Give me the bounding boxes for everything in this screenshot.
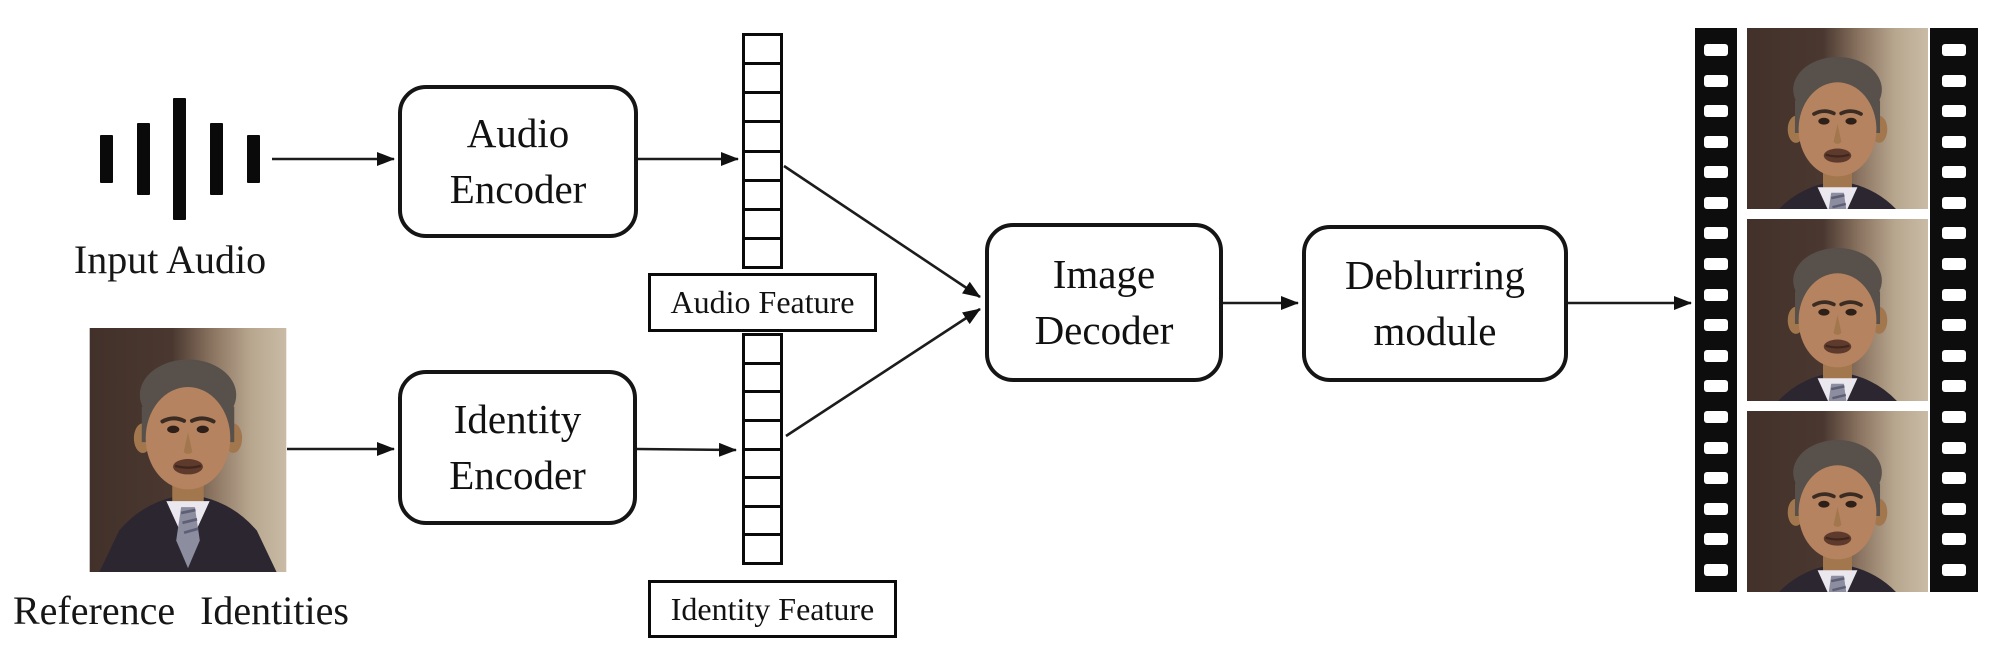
audio-encoder-box: Audio Encoder <box>398 85 638 238</box>
waveform-bar <box>247 135 260 183</box>
film-sprocket-band-right <box>1930 28 1978 592</box>
audio-encoder-label-line1: Audio <box>466 109 570 156</box>
feature-cell <box>745 476 780 505</box>
arrow-identity-encoder-to-feature <box>636 442 737 457</box>
sprocket-hole <box>1942 258 1966 271</box>
sprocket-hole <box>1942 533 1966 546</box>
input-audio-label: Input Audio <box>73 237 267 282</box>
sprocket-hole <box>1942 319 1966 332</box>
audio-waveform-icon <box>95 95 265 223</box>
feature-cell <box>745 236 780 266</box>
sprocket-hole <box>1704 196 1728 209</box>
sprocket-hole <box>1704 380 1728 393</box>
sprocket-hole <box>1704 319 1728 332</box>
feature-cell <box>745 390 780 419</box>
audio-feature-vector <box>742 33 783 269</box>
sprocket-hole <box>1942 74 1966 87</box>
feature-cell <box>745 149 780 179</box>
sprocket-hole <box>1942 441 1966 454</box>
reference-identity-photo <box>89 328 287 572</box>
feature-cell <box>745 120 780 150</box>
sprocket-hole <box>1704 74 1728 87</box>
waveform-bar <box>173 98 186 220</box>
image-decoder-label-line1: Image <box>1052 250 1156 297</box>
feature-cell <box>745 207 780 237</box>
image-decoder-label-line2: Decoder <box>1034 306 1174 353</box>
deblurring-label-line2: module <box>1373 307 1497 354</box>
sprocket-hole <box>1704 227 1728 240</box>
sprocket-hole <box>1704 44 1728 56</box>
sprocket-hole <box>1942 166 1966 179</box>
sprocket-hole <box>1704 105 1728 118</box>
waveform-bar <box>100 135 113 183</box>
sprocket-hole <box>1942 410 1966 423</box>
output-frame-portrait <box>1747 411 1928 592</box>
feature-cell <box>745 533 780 562</box>
sprocket-hole <box>1704 166 1728 179</box>
feature-cell <box>745 91 780 121</box>
sprocket-hole <box>1942 196 1966 209</box>
identity-encoder-box: Identity Encoder <box>398 370 637 525</box>
audio-feature-label-box: Audio Feature <box>648 273 877 332</box>
identity-feature-vector <box>742 333 783 565</box>
waveform-bar <box>137 123 150 195</box>
waveform-bar <box>210 123 223 195</box>
feature-cell <box>745 336 780 362</box>
sprocket-hole <box>1704 135 1728 148</box>
sprocket-hole <box>1942 502 1966 515</box>
feature-cell <box>745 504 780 534</box>
output-frame-portrait <box>1747 219 1928 400</box>
audio-encoder-label-line2: Encoder <box>449 165 587 212</box>
sprocket-hole <box>1942 105 1966 118</box>
deblurring-module-box: Deblurring module <box>1302 225 1568 382</box>
sprocket-hole <box>1704 502 1728 515</box>
feature-cell <box>745 418 780 448</box>
film-sprocket-band-left <box>1695 28 1737 592</box>
feature-cell <box>745 361 780 391</box>
sprocket-hole <box>1704 410 1728 423</box>
sprocket-hole <box>1942 349 1966 362</box>
sprocket-hole <box>1704 258 1728 271</box>
sprocket-hole <box>1942 227 1966 240</box>
sprocket-hole <box>1704 533 1728 546</box>
sprocket-hole <box>1942 288 1966 301</box>
identity-encoder-label-line2: Encoder <box>449 451 586 498</box>
sprocket-hole <box>1704 288 1728 301</box>
sprocket-hole <box>1942 472 1966 485</box>
identity-feature-label-box: Identity Feature <box>648 580 897 638</box>
image-decoder-box: Image Decoder <box>985 223 1223 382</box>
feature-cell <box>745 62 780 92</box>
sprocket-hole <box>1942 563 1966 576</box>
sprocket-hole <box>1704 472 1728 485</box>
deblurring-label-line1: Deblurring <box>1345 251 1525 298</box>
identity-encoder-label-line1: Identity <box>453 395 582 442</box>
film-strip-icon <box>1695 28 1978 592</box>
reference-identities-label: Reference Identities <box>13 588 349 633</box>
sprocket-hole <box>1942 44 1966 56</box>
film-frames <box>1747 28 1928 592</box>
sprocket-hole <box>1942 135 1966 148</box>
output-frame-portrait <box>1747 28 1928 209</box>
sprocket-hole <box>1942 380 1966 393</box>
feature-cell <box>745 447 780 477</box>
sprocket-hole <box>1704 441 1728 454</box>
identity-feature-label: Identity Feature <box>670 590 875 627</box>
feature-cell <box>745 36 780 63</box>
sprocket-hole <box>1704 563 1728 576</box>
sprocket-hole <box>1704 349 1728 362</box>
audio-feature-label: Audio Feature <box>670 284 855 320</box>
feature-cell <box>745 178 780 208</box>
